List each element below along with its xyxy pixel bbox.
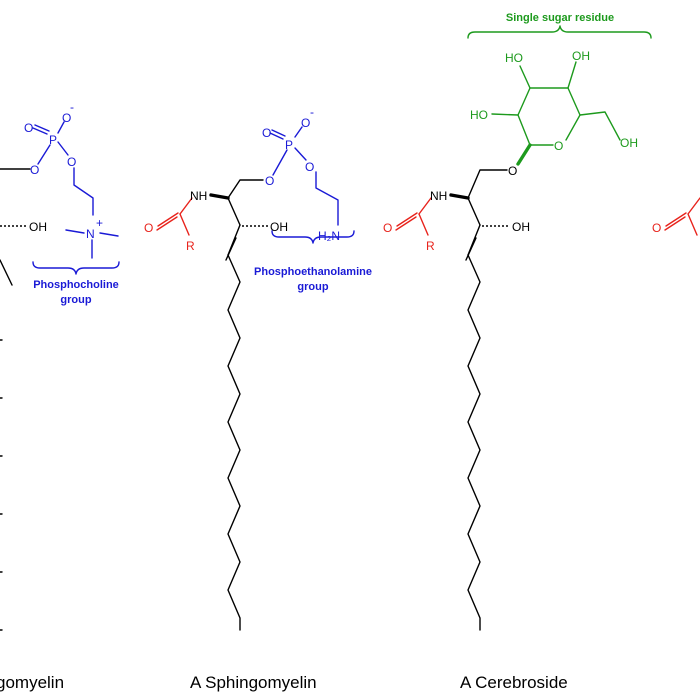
phosphocholine-label-line2: group bbox=[60, 294, 91, 306]
left-choline-chain bbox=[73, 167, 94, 216]
right-glycosidic-o-label: O bbox=[508, 164, 517, 178]
middle-ominus-label: O bbox=[301, 116, 310, 130]
right-acyl-o-label: O bbox=[383, 221, 392, 235]
middle-r-label: R bbox=[186, 239, 195, 253]
middle-carbonyl-bond bbox=[156, 212, 179, 231]
right-hydrocarbon-chain bbox=[467, 254, 481, 631]
left-methyl-bonds bbox=[65, 229, 119, 259]
middle-oh-label: OH bbox=[270, 220, 288, 234]
c3-ho-label: HO bbox=[505, 51, 523, 65]
right-acyl-n-bond bbox=[418, 197, 432, 215]
right-carbonyl-bond bbox=[395, 212, 418, 231]
left-sphingomyelin: OH O P O O - O N + Phosphocholine group … bbox=[0, 100, 120, 692]
middle-o2-label: O bbox=[305, 160, 314, 174]
middle-p-o2-bond bbox=[294, 147, 307, 161]
left-double-o-label: O bbox=[24, 121, 33, 135]
left-minus-charge: - bbox=[70, 100, 74, 114]
left-p-ominus-bond bbox=[57, 121, 65, 134]
middle-phosphoethanolamine-brace bbox=[271, 230, 355, 244]
middle-double-o-label: O bbox=[262, 126, 271, 140]
c4-oh-label: OH bbox=[572, 49, 590, 63]
caption-left: gomyelin bbox=[0, 673, 64, 692]
right-oh-label: OH bbox=[512, 220, 530, 234]
phosphocholine-label-line1: Phosphocholine bbox=[33, 279, 119, 291]
ring-o-label: O bbox=[554, 139, 563, 153]
middle-ch2-bonds bbox=[227, 179, 264, 199]
left-chain-stub bbox=[0, 259, 13, 286]
c2-ho-label: HO bbox=[470, 108, 488, 122]
left-ominus-label: O bbox=[62, 111, 71, 125]
c3-oh-bond bbox=[519, 65, 531, 89]
right-r-label: R bbox=[426, 239, 435, 253]
right-cerebroside: O R NH O OH O OH OH HO HO Single sugar r… bbox=[383, 12, 652, 692]
left-o-label: O bbox=[30, 163, 39, 177]
right-c3-bond bbox=[467, 197, 481, 226]
middle-c3-bond bbox=[227, 197, 241, 226]
middle-op-bond bbox=[272, 149, 288, 176]
left-oh-label: OH bbox=[29, 220, 47, 234]
right-double-bond bbox=[465, 224, 481, 261]
phosphoethanolamine-label-line2: group bbox=[297, 281, 328, 293]
middle-double-bond bbox=[225, 224, 241, 261]
left-o2-label: O bbox=[67, 155, 76, 169]
middle-h2n-label: H₂N bbox=[318, 229, 340, 243]
c6-oh-label: OH bbox=[620, 136, 638, 150]
middle-acyl-o-label: O bbox=[144, 221, 153, 235]
middle-wedge-bond bbox=[209, 193, 230, 200]
far-right-o-label: O bbox=[652, 221, 661, 235]
middle-acyl-r-bond bbox=[179, 213, 190, 236]
left-p-label: P bbox=[49, 133, 57, 147]
caption-middle: A Sphingomyelin bbox=[190, 673, 317, 692]
middle-nh-label: NH bbox=[190, 189, 207, 203]
left-phosphocholine-brace bbox=[32, 261, 120, 275]
c2-oh-bond bbox=[491, 113, 519, 116]
sugar-ring bbox=[517, 87, 581, 146]
middle-ester-o-label: O bbox=[265, 174, 274, 188]
middle-minus-charge: - bbox=[310, 105, 314, 119]
middle-p-label: P bbox=[285, 138, 293, 152]
left-p-o2-bond bbox=[57, 141, 69, 156]
sugar-ch2oh-bond bbox=[579, 111, 621, 141]
c4-oh-bond bbox=[567, 61, 577, 89]
middle-p-ominus-bond bbox=[294, 126, 303, 138]
left-chain-marks bbox=[0, 339, 3, 631]
left-p-double-o-bond bbox=[32, 124, 50, 135]
middle-p-double-o-bond bbox=[269, 129, 286, 140]
sugar-residue-label: Single sugar residue bbox=[506, 12, 614, 24]
far-right-partial-molecule: O bbox=[652, 197, 700, 236]
left-op-bond bbox=[37, 144, 51, 165]
far-right-acyl-bonds bbox=[664, 197, 700, 236]
left-n-label: N bbox=[86, 227, 95, 241]
middle-ethanolamine-chain bbox=[315, 171, 339, 226]
middle-acyl-n-bond bbox=[179, 197, 193, 215]
left-plus-charge: + bbox=[96, 216, 103, 230]
phosphoethanolamine-label-line1: Phosphoethanolamine bbox=[254, 266, 372, 278]
right-nh-label: NH bbox=[430, 189, 447, 203]
middle-hydrocarbon-chain bbox=[227, 254, 241, 631]
middle-sphingomyelin: O R NH OH O P O O - O H₂N Phosphoethanol… bbox=[144, 105, 372, 692]
right-wedge-bond bbox=[449, 193, 470, 200]
right-ch2-bonds bbox=[467, 169, 508, 199]
sugar-wedge-bond bbox=[516, 143, 532, 166]
caption-right: A Cerebroside bbox=[460, 673, 568, 692]
sugar-brace bbox=[467, 25, 652, 39]
right-acyl-r-bond bbox=[418, 213, 429, 236]
